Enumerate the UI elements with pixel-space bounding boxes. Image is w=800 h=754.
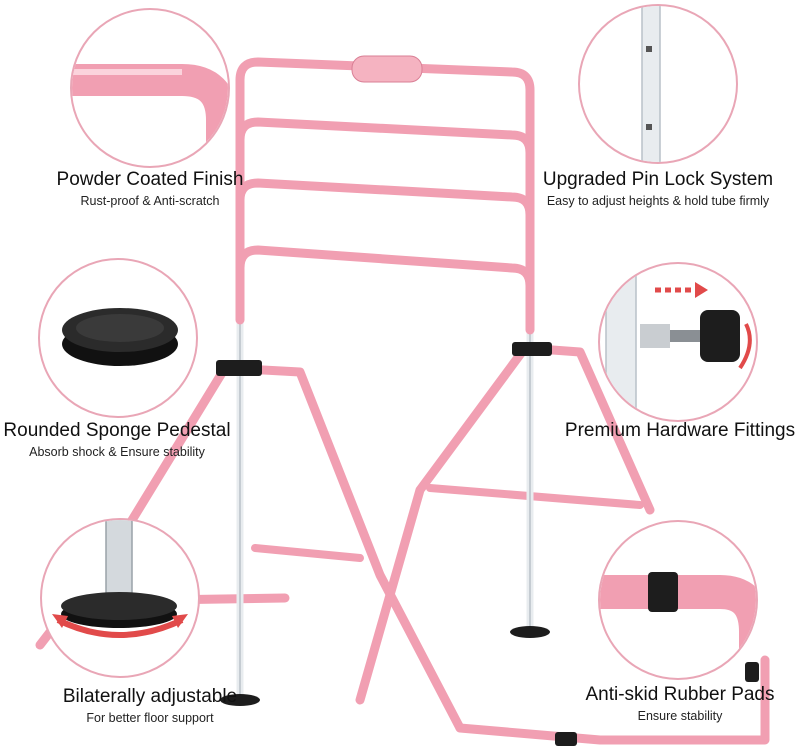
rubber-pad-icon xyxy=(600,572,756,678)
feature-title: Premium Hardware Fittings xyxy=(564,420,796,441)
feature-caption-pin-lock: Upgraded Pin Lock System Easy to adjust … xyxy=(518,168,798,210)
bilateral-adjust-detail xyxy=(40,518,200,678)
powder-coat-detail xyxy=(70,8,230,168)
rubber-pads-detail xyxy=(598,520,758,680)
feature-title: Rounded Sponge Pedestal xyxy=(3,420,231,441)
feature-subtitle: Absorb shock & Ensure stability xyxy=(29,445,205,459)
feature-subtitle: Rust-proof & Anti-scratch xyxy=(80,194,220,208)
feature-title: Powder Coated Finish xyxy=(56,169,244,190)
feature-caption-bilateral: Bilaterally adjustable For better floor … xyxy=(20,685,280,727)
feature-subtitle: For better floor support xyxy=(86,711,214,725)
feature-subtitle: Ensure stability xyxy=(637,709,723,723)
hardware-fittings-detail xyxy=(598,262,758,422)
rotating-base-icon xyxy=(52,520,188,638)
hardware-knob-icon xyxy=(605,264,752,420)
sponge-pedestal-detail xyxy=(38,258,198,418)
tube-corner-icon xyxy=(72,64,228,166)
feature-caption-hardware: Premium Hardware Fittings xyxy=(560,419,800,443)
feature-caption-powder-coat: Powder Coated Finish Rust-proof & Anti-s… xyxy=(20,168,280,210)
feature-title: Anti-skid Rubber Pads xyxy=(585,684,775,705)
feature-caption-sponge-pedestal: Rounded Sponge Pedestal Absorb shock & E… xyxy=(0,419,234,461)
pin-lock-detail xyxy=(578,4,738,164)
feature-subtitle: Easy to adjust heights & hold tube firml… xyxy=(546,194,770,208)
sponge-pedestal-icon xyxy=(62,308,178,366)
feature-title: Upgraded Pin Lock System xyxy=(542,169,774,190)
feature-title: Bilaterally adjustable xyxy=(62,686,238,707)
feature-caption-rubber-pads: Anti-skid Rubber Pads Ensure stability xyxy=(560,683,800,725)
pin-lock-icon xyxy=(641,6,661,162)
